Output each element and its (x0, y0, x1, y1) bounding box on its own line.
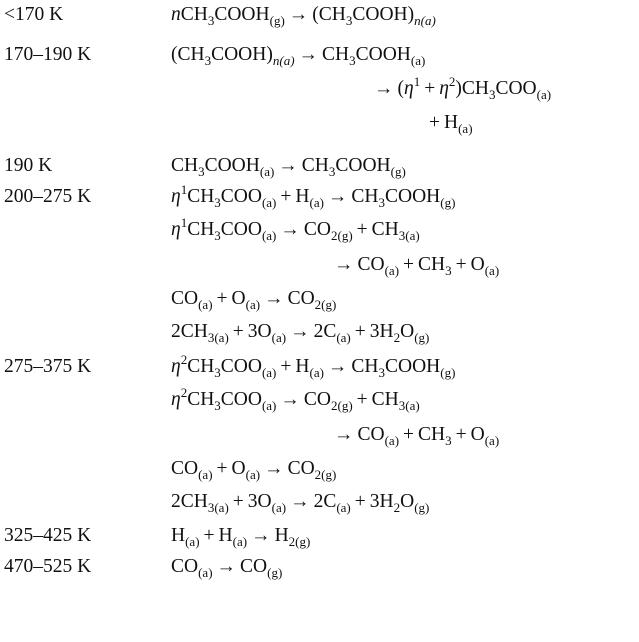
reaction-row: CO(a)+O(a)→CO2(g) (0, 454, 639, 484)
equation: CO(a)+O(a)→CO2(g) (171, 458, 337, 482)
reaction-row: η2CH3COO(a)→CO2(g)+CH3(a) (0, 385, 639, 415)
reaction-row: 470–525 K CO(a)→CO(g) (0, 552, 639, 582)
equation: η2CH3COO(a)+H(a)→CH3COOH(g) (171, 352, 456, 380)
temperature-label: <170 K (4, 4, 64, 25)
equation: CO(a)→CO(g) (171, 556, 283, 580)
equation: (CH3COOH)n(a)→CH3COOH(a) (171, 44, 426, 68)
equation: η1CH3COO(a)+H(a)→CH3COOH(g) (171, 182, 456, 210)
temperature-label: 325–425 K (4, 525, 92, 546)
equation: 2CH3(a)+3O(a)→2C(a)+3H2O(g) (171, 491, 430, 515)
reaction-row: CO(a)+O(a)→CO2(g) (0, 284, 639, 314)
equation: η1CH3COO(a)→CO2(g)+CH3(a) (171, 215, 420, 243)
reaction-row: 2CH3(a)+3O(a)→2C(a)+3H2O(g) (0, 487, 639, 517)
temperature-label: 275–375 K (4, 356, 92, 377)
equation: →(η1+η2)CH3COO(a) (374, 74, 552, 102)
equation: →CO(a)+CH3+O(a) (334, 254, 500, 278)
reaction-row: 190 K CH3COOH(a)→CH3COOH(g) (0, 151, 639, 181)
temperature-label: 200–275 K (4, 186, 92, 207)
reaction-row: 2CH3(a)+3O(a)→2C(a)+3H2O(g) (0, 317, 639, 347)
reaction-row: →CO(a)+CH3+O(a) (0, 250, 639, 280)
equation: H(a)+H(a)→H2(g) (171, 525, 311, 549)
reaction-row: 325–425 K H(a)+H(a)→H2(g) (0, 521, 639, 551)
equation: CH3COOH(a)→CH3COOH(g) (171, 155, 406, 179)
temperature-label: 190 K (4, 155, 53, 176)
reaction-row: η1CH3COO(a)→CO2(g)+CH3(a) (0, 215, 639, 245)
temperature-label: 170–190 K (4, 44, 92, 65)
reaction-row: →(η1+η2)CH3COO(a) (0, 74, 639, 104)
reaction-row: +H(a) (0, 108, 639, 138)
equation: +H(a) (429, 112, 473, 136)
reaction-row: 275–375 K η2CH3COO(a)+H(a)→CH3COOH(g) (0, 352, 639, 382)
equation: 2CH3(a)+3O(a)→2C(a)+3H2O(g) (171, 321, 430, 345)
equation: →CO(a)+CH3+O(a) (334, 424, 500, 448)
equation: CO(a)+O(a)→CO2(g) (171, 288, 337, 312)
temperature-label: 470–525 K (4, 556, 92, 577)
reaction-row: 200–275 K η1CH3COO(a)+H(a)→CH3COOH(g) (0, 182, 639, 212)
equation: nCH3COOH(g)→(CH3COOH)n(a) (171, 4, 436, 28)
reaction-row: 170–190 K (CH3COOH)n(a)→CH3COOH(a) (0, 40, 639, 70)
equation: η2CH3COO(a)→CO2(g)+CH3(a) (171, 385, 420, 413)
reaction-row: <170 K nCH3COOH(g)→(CH3COOH)n(a) (0, 0, 639, 30)
reaction-row: →CO(a)+CH3+O(a) (0, 420, 639, 450)
